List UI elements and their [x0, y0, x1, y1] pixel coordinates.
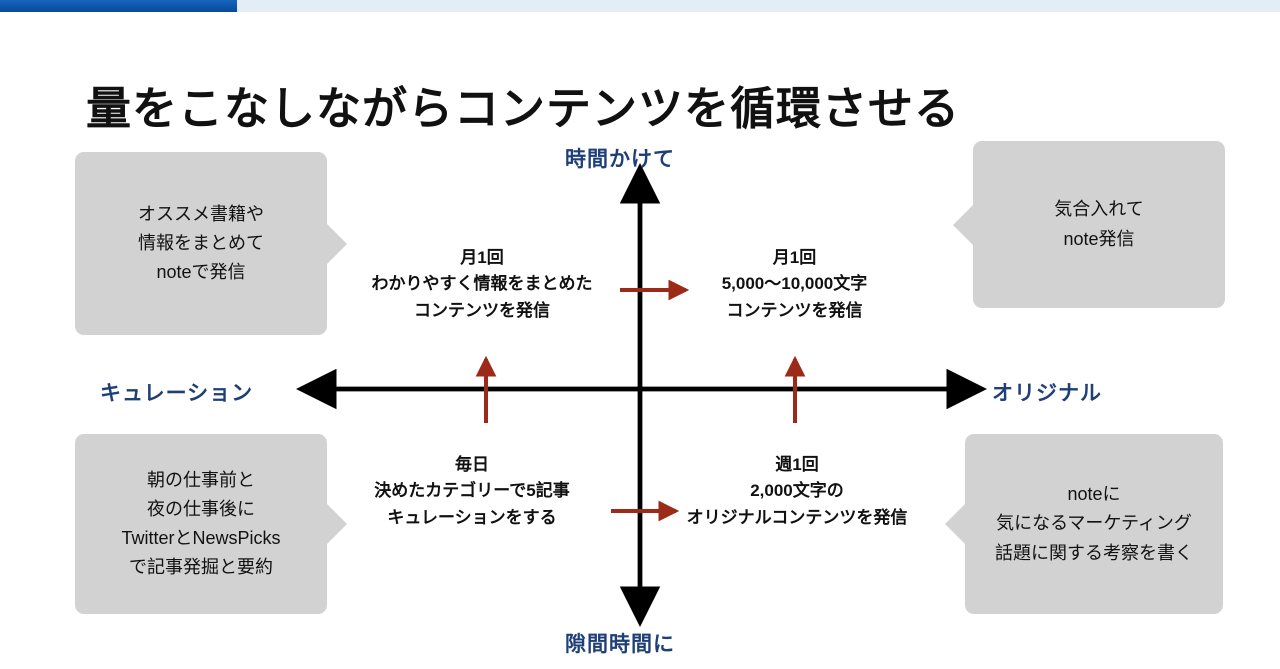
callout-bottom-left: 朝の仕事前と 夜の仕事後に TwitterとNewsPicks で記事発掘と要約: [75, 434, 327, 614]
quadrant-line: 2,000文字の: [750, 481, 844, 501]
axis-label-top: 時間かけて: [565, 148, 675, 171]
axis-label-right: オリジナル: [992, 382, 1102, 405]
callout-line: オススメ書籍や: [138, 203, 264, 224]
axis-label-left: キュレーション: [100, 382, 254, 405]
quadrant-line: 週1回: [775, 455, 819, 474]
quadrant-line: キュレーションをする: [387, 507, 557, 527]
progress-bar-track: [0, 0, 1280, 12]
quadrant-line: 決めたカテゴリーで5記事: [374, 481, 570, 501]
quadrant-text-top-right: 月1回 5,000〜10,000文字 コンテンツを発信: [692, 245, 897, 324]
progress-bar-fill: [0, 0, 237, 12]
quadrant-line: 月1回: [772, 248, 817, 267]
quadrant-line: オリジナルコンテンツを発信: [686, 507, 908, 527]
callout-line: 朝の仕事前と: [147, 469, 255, 490]
callout-line: note発信: [1063, 228, 1135, 249]
quadrant-text-bottom-right: 週1回 2,000文字の オリジナルコンテンツを発信: [663, 452, 931, 531]
callout-line: noteで発信: [156, 262, 246, 283]
callout-line: 話題に関する考察を書く: [995, 542, 1193, 563]
quadrant-line: 毎日: [455, 455, 489, 474]
quadrant-line: コンテンツを発信: [726, 300, 863, 320]
callout-line: noteに: [1067, 484, 1121, 505]
callout-top-right: 気合入れて note発信: [973, 141, 1225, 308]
callout-bottom-right: noteに 気になるマーケティング 話題に関する考察を書く: [965, 434, 1223, 614]
callout-line: で記事発掘と要約: [129, 557, 273, 578]
callout-line: TwitterとNewsPicks: [121, 528, 281, 548]
callout-line: 気になるマーケティング: [996, 513, 1192, 534]
quadrant-text-top-left: 月1回 わかりやすく情報をまとめた コンテンツを発信: [352, 245, 612, 324]
quadrant-text-bottom-left: 毎日 決めたカテゴリーで5記事 キュレーションをする: [353, 452, 591, 531]
quadrant-line: コンテンツを発信: [414, 300, 550, 320]
callout-line: 夜の仕事後に: [147, 498, 255, 519]
axis-label-bottom: 隙間時間に: [565, 633, 675, 656]
quadrant-line: 月1回: [460, 248, 504, 267]
callout-line: 情報をまとめて: [138, 232, 264, 253]
callout-line: 気合入れて: [1054, 199, 1144, 220]
callout-top-left: オススメ書籍や 情報をまとめて noteで発信: [75, 152, 327, 335]
quadrant-line: わかりやすく情報をまとめた: [371, 274, 593, 294]
page-title: 量をこなしながらコンテンツを循環させる: [86, 83, 961, 135]
quadrant-line: 5,000〜10,000文字: [721, 274, 868, 294]
